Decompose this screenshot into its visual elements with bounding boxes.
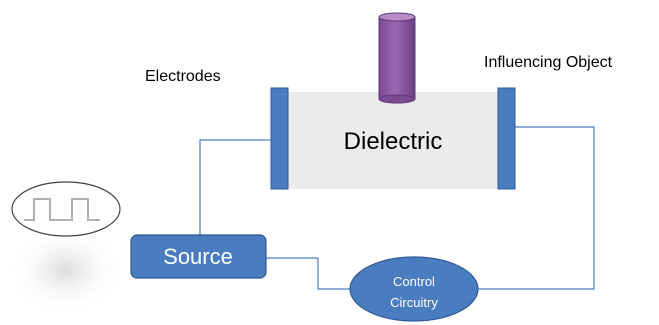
wire-source-to-control: [266, 257, 350, 290]
left-electrode: [270, 87, 289, 190]
wire-control-to-right-electrode: [478, 126, 595, 290]
source-label: Source: [163, 244, 233, 269]
electrodes-label: Electrodes: [145, 68, 221, 85]
control-circuitry-label-line2: Circuitry: [390, 295, 438, 310]
source-box: [130, 234, 267, 279]
square-wave-icon: [24, 198, 100, 221]
control-circuitry-ellipse: [349, 256, 479, 322]
wire-left-electrode-to-source: [199, 139, 271, 235]
dielectric-label: Dielectric: [344, 128, 443, 155]
control-circuitry-label-line1: Control: [393, 274, 435, 289]
influencing-object-label: Influencing Object: [484, 54, 613, 71]
dielectric-block: [285, 92, 503, 189]
influencing-object-cylinder: [378, 12, 416, 104]
waveform-bubble: [11, 181, 121, 237]
right-electrode: [497, 87, 516, 190]
waveform-shadow: [8, 225, 124, 315]
